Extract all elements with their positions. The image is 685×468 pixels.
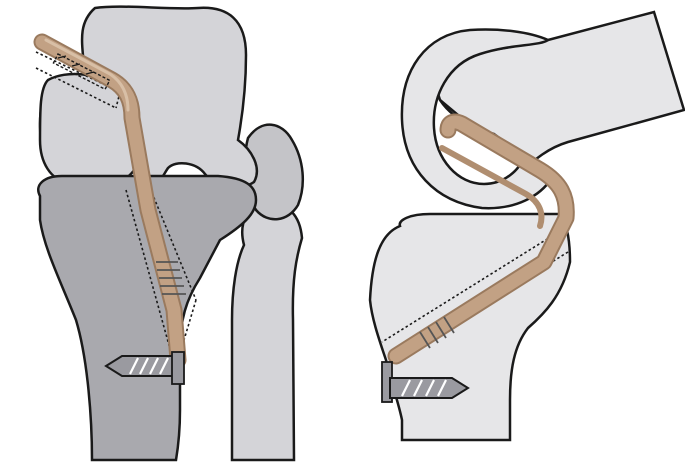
fibula [232, 203, 302, 460]
